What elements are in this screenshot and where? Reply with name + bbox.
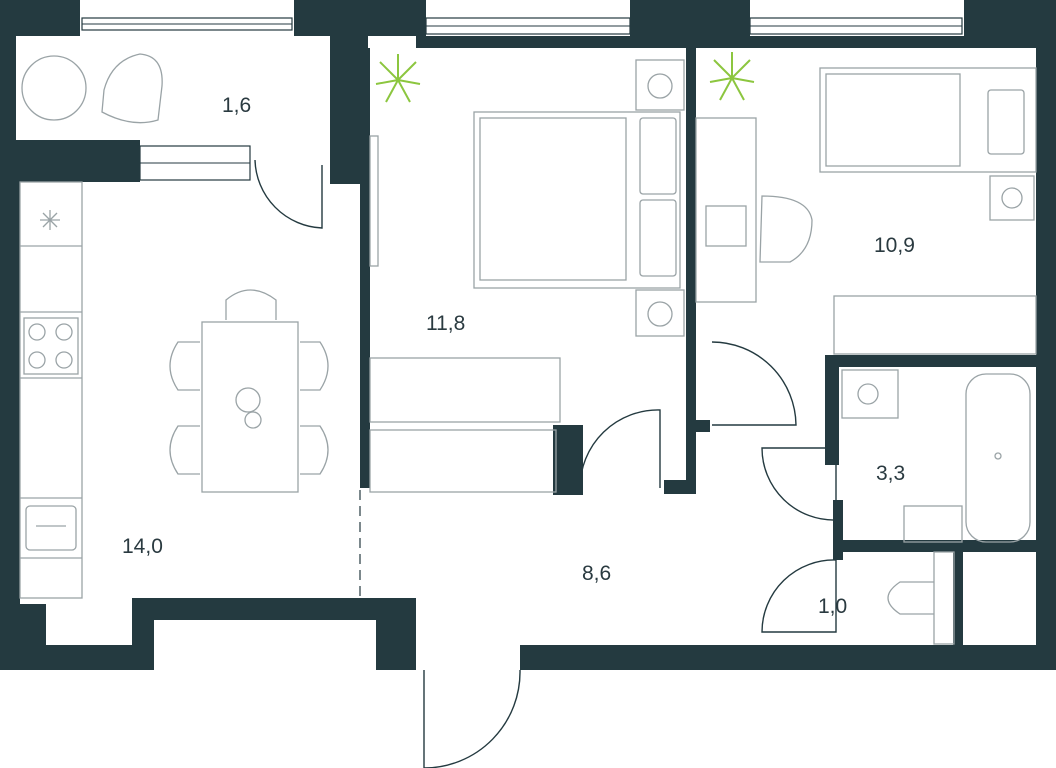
plant-icon <box>709 52 755 101</box>
walls <box>0 0 1056 670</box>
bathroom-area: 3,3 <box>876 462 905 485</box>
bedroom-second-area: 10,9 <box>874 234 915 257</box>
furniture <box>19 53 1037 645</box>
doors <box>254 159 837 768</box>
windows <box>81 17 963 181</box>
toilet-area: 1,0 <box>818 595 847 618</box>
plant-icon <box>375 54 421 103</box>
bedroom-main-area: 11,8 <box>426 312 465 335</box>
hall-area: 8,6 <box>582 562 611 585</box>
balcony-area: 1,6 <box>222 94 251 117</box>
kitchen-living-area: 14,0 <box>122 535 163 558</box>
